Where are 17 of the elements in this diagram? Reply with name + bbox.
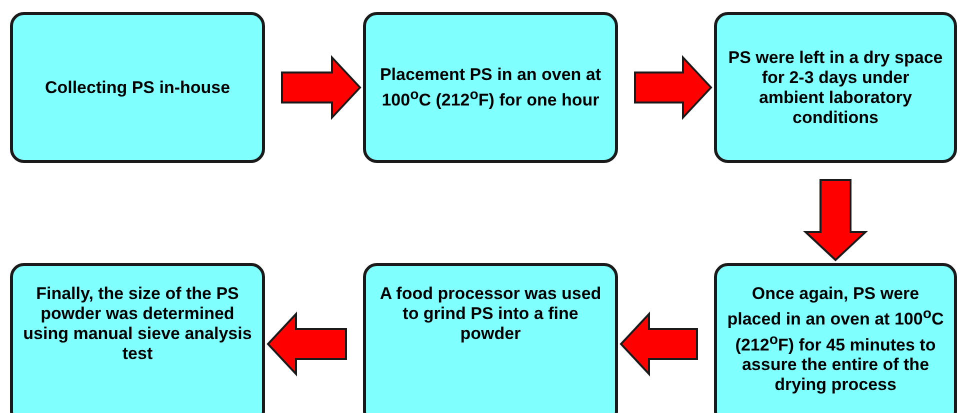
process-box [10,263,265,413]
step-text: Finally, the size of the PS powder was determined using manual sieve analysis test [23,284,252,364]
step-text: A food processor was used to grind PS into a fine powder [378,284,602,344]
process-box [363,263,618,413]
block-arrow [281,54,362,120]
process-box [363,12,618,163]
step-text: Collecting PS in-house [44,78,230,98]
block-arrow [802,179,868,262]
step-text: PS were left in a dry space for 2-3 days under ambient laboratory conditions [727,48,944,128]
block-arrow [620,311,698,377]
process-box [714,263,957,413]
block-arrow [266,311,347,377]
step-text: Once again, PS were placed in an oven at 100$^{o}$C (212$^{o}$F) for 45 minutes to assure the entire of the drying process [727,284,944,396]
step-text: Placement PS in an oven at 100$^{o}$C (212$^{o}$F) for one hour [378,64,602,110]
block-arrow [634,54,712,120]
process-box [714,12,957,163]
process-box [10,12,265,163]
